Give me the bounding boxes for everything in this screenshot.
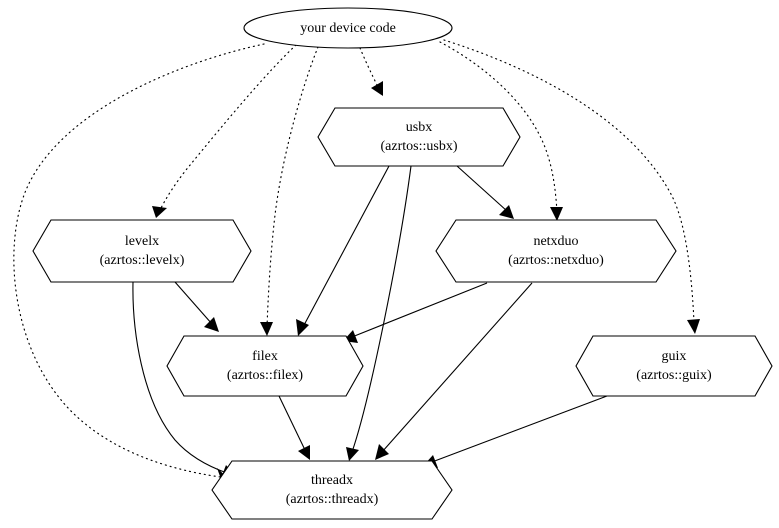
edge-netxduo-to-threadx bbox=[375, 282, 533, 460]
node-label-guix-name: guix bbox=[662, 349, 687, 364]
edge-device-to-guix bbox=[443, 39, 700, 334]
edge-device-to-filex bbox=[260, 46, 319, 336]
arrow-head bbox=[687, 319, 700, 334]
node-label-netxduo-name: netxduo bbox=[533, 234, 578, 249]
node-label-threadx-namespace: (azrtos::threadx) bbox=[286, 492, 379, 507]
arrow-head bbox=[298, 445, 310, 460]
edge-usbx-to-netxduo bbox=[456, 165, 514, 219]
arrow-head bbox=[550, 207, 563, 221]
arrow-head bbox=[346, 447, 359, 461]
edge-device-to-usbx bbox=[359, 47, 383, 96]
arrow-head bbox=[375, 444, 389, 460]
node-label-filex-namespace: (azrtos::filex) bbox=[227, 368, 304, 383]
node-label-usbx-name: usbx bbox=[406, 120, 432, 135]
arrow-head bbox=[499, 205, 514, 219]
node-label-device-code: your device code bbox=[300, 21, 396, 36]
node-label-guix-namespace: (azrtos::guix) bbox=[636, 368, 712, 383]
arrow-head bbox=[296, 319, 309, 336]
edge-usbx-to-filex bbox=[296, 165, 390, 336]
node-label-threadx-name: threadx bbox=[311, 473, 353, 488]
edge-filex-to-threadx bbox=[278, 395, 310, 460]
edge-netxduo-to-filex bbox=[343, 282, 488, 343]
edge-levelx-to-filex bbox=[174, 281, 219, 332]
node-netxduo[interactable]: netxduo (azrtos::netxduo) bbox=[435, 219, 677, 283]
node-shape-ellipse bbox=[243, 7, 453, 49]
edge-device-to-levelx bbox=[152, 44, 297, 218]
edge-guix-to-threadx bbox=[423, 395, 608, 468]
arrow-head bbox=[152, 206, 167, 218]
node-label-netxduo-namespace: (azrtos::netxduo) bbox=[508, 253, 604, 268]
arrow-head bbox=[260, 322, 273, 336]
node-shape-octagon bbox=[575, 335, 773, 397]
node-layer: your device code usbx (azrtos::usbx) lev… bbox=[32, 7, 773, 520]
node-threadx[interactable]: threadx (azrtos::threadx) bbox=[211, 460, 453, 520]
node-label-filex-name: filex bbox=[252, 349, 278, 364]
edge-layer bbox=[13, 39, 700, 482]
arrow-head bbox=[204, 317, 219, 332]
edge-usbx-to-threadx bbox=[346, 165, 412, 461]
node-shape-octagon bbox=[435, 219, 677, 283]
node-shape-octagon bbox=[166, 335, 364, 397]
node-shape-octagon bbox=[32, 219, 252, 283]
node-label-levelx-name: levelx bbox=[125, 234, 159, 249]
node-filex[interactable]: filex (azrtos::filex) bbox=[166, 335, 364, 397]
node-guix[interactable]: guix (azrtos::guix) bbox=[575, 335, 773, 397]
arrow-head bbox=[371, 81, 383, 96]
node-shape-octagon bbox=[317, 107, 521, 167]
node-label-levelx-namespace: (azrtos::levelx) bbox=[100, 253, 185, 268]
node-levelx[interactable]: levelx (azrtos::levelx) bbox=[32, 219, 252, 283]
edge-device-to-netxduo bbox=[439, 41, 563, 221]
node-label-usbx-namespace: (azrtos::usbx) bbox=[381, 139, 458, 154]
node-usbx[interactable]: usbx (azrtos::usbx) bbox=[317, 107, 521, 167]
node-device-code[interactable]: your device code bbox=[243, 7, 453, 49]
node-shape-octagon bbox=[211, 460, 453, 520]
